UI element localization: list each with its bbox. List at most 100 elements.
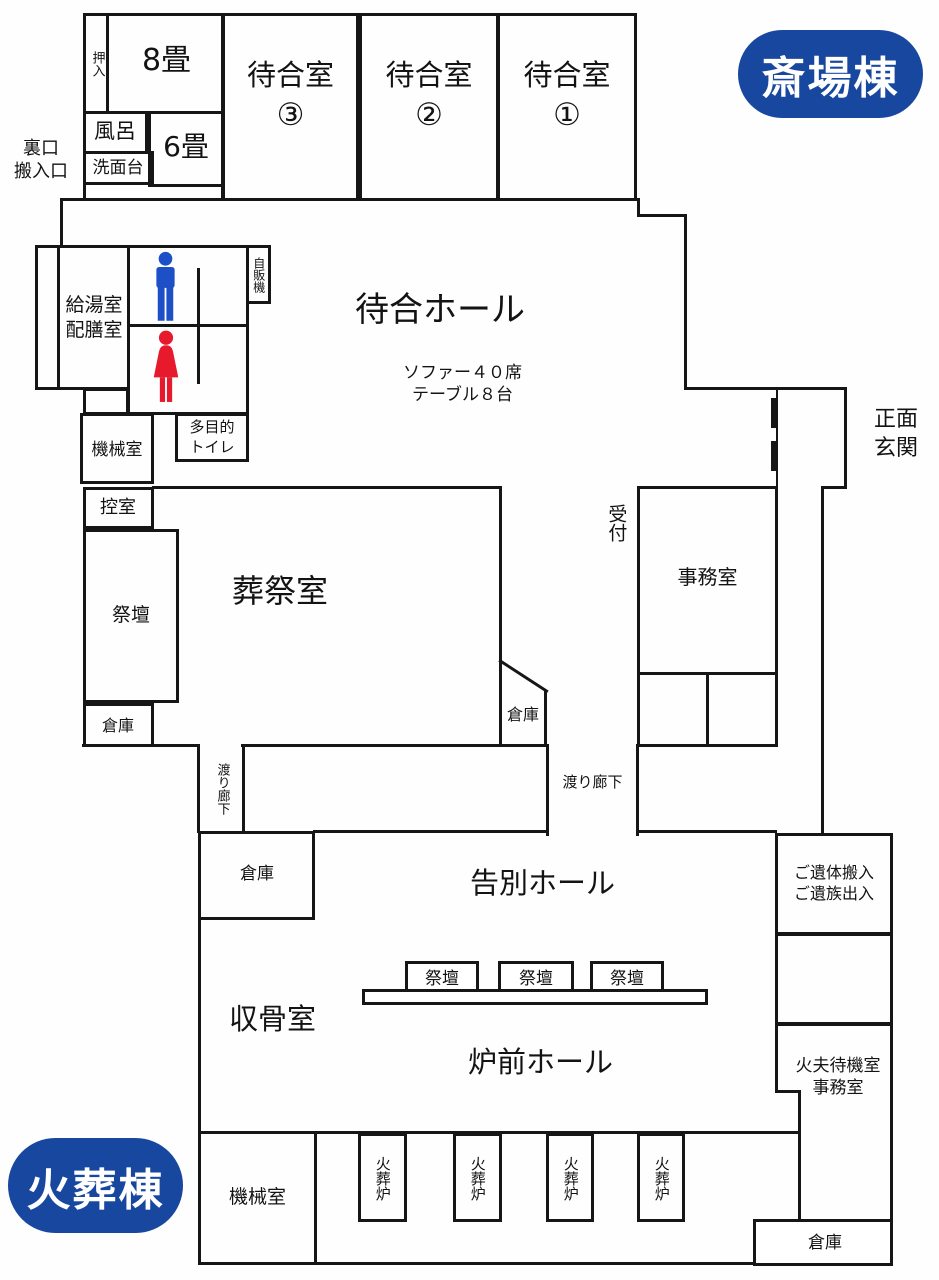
sosai-right-wall: [499, 486, 502, 747]
room-furo-label: 風呂: [94, 119, 136, 144]
room-senmendai: [83, 151, 154, 185]
furnace-3: [546, 1133, 594, 1222]
furnace-2-label: 火葬炉: [468, 1155, 487, 1201]
furnace-4-label: 火葬炉: [652, 1155, 671, 1201]
room-storage-lowerleft-label: 倉庫: [240, 863, 274, 884]
furnace-1-label: 火葬炉: [373, 1155, 392, 1201]
reception-label: 受付: [605, 504, 628, 542]
room-waiting-2-label: 待合室 ②: [361, 48, 497, 144]
room-storage-bottomright-label: 倉庫: [808, 1232, 842, 1253]
rozen-hall-label: 炉前ホール: [467, 1045, 613, 1080]
male-icon: [150, 251, 181, 323]
furnace-4: [637, 1133, 685, 1222]
furnace-3-label: 火葬炉: [561, 1155, 580, 1201]
room-jihanki: [246, 245, 271, 304]
toilet-stub-wall: [197, 268, 200, 384]
altar-3: 祭壇: [590, 961, 664, 992]
entrance-door-1: [771, 398, 778, 428]
waiting-1-text: 待合室: [523, 58, 611, 92]
room-right-empty: [775, 933, 893, 1025]
hall-step-h: [637, 214, 687, 217]
machiai-hall-label: 待合ホール: [355, 289, 525, 330]
kafu-jog-wall: [775, 1090, 801, 1093]
room-waiting-1-label: 待合室 ①: [499, 48, 635, 144]
toilet-divider-wall: [127, 324, 249, 327]
altar-2-label: 祭壇: [519, 969, 553, 989]
corridor-right-label: 渡り廊下: [562, 773, 623, 792]
lower-left-wall: [198, 831, 201, 1265]
room-hikae-label: 控室: [100, 497, 136, 519]
slant-storage-wall: [498, 659, 549, 694]
corridor-left: [197, 744, 245, 833]
kyuto-inner-wall: [57, 245, 60, 390]
strip-top-wall: [313, 1131, 801, 1134]
kaso-building-badge: 火葬棟: [8, 1138, 183, 1233]
waiting-3-number: ③: [276, 96, 305, 133]
waiting-2-number: ②: [415, 96, 443, 133]
south-wall-1: [82, 744, 200, 747]
kafu-left-wall-a: [775, 1023, 778, 1093]
room-nook: [83, 388, 129, 415]
east-corridor-wall: [821, 486, 824, 836]
hall-capacity-note: ソファー４０席 テーブル８台: [403, 362, 522, 405]
kafu-left-wall-b: [798, 1090, 801, 1222]
furnace-1: [358, 1133, 407, 1222]
entrance-inner-wall: [776, 387, 778, 489]
lower-top-wall-1: [313, 830, 549, 833]
room-tamokuteki-label: 多目的 トイレ: [189, 418, 235, 456]
waiting-2-text: 待合室: [385, 58, 473, 92]
lower-right-wall: [890, 833, 893, 1266]
room-waiting-3-label: 待合室 ③: [224, 48, 357, 144]
office-sub-divider: [706, 672, 709, 747]
altar-1-label: 祭壇: [425, 969, 459, 989]
room-toilets: [127, 245, 249, 415]
furnace-2: [453, 1133, 502, 1222]
main-entrance-label: 正面 玄関: [873, 407, 918, 461]
room-sosai-label: 葬祭室: [231, 572, 328, 611]
room-senmendai-label: 洗面台: [92, 157, 144, 178]
hall-right-wall: [684, 214, 687, 390]
waiting-3-text: 待合室: [246, 58, 334, 92]
room-storage-lowerleft: [198, 831, 315, 920]
room-office-upper-label: 事務室: [677, 565, 738, 589]
saijo-building-badge: 斎場棟: [738, 30, 923, 118]
south-wall-2: [241, 744, 547, 747]
lower-bottom-wall: [198, 1262, 756, 1265]
room-hikae: [83, 487, 154, 529]
shukotsu-label: 収骨室: [228, 1002, 316, 1037]
hall-left-wall: [60, 198, 63, 247]
room-storage-bottomright: [753, 1219, 893, 1266]
room-oshiire-label: 押入: [89, 51, 105, 77]
entrance-door-2: [771, 441, 778, 471]
lower-top-wall-2: [636, 830, 777, 833]
saijo-building-badge-label: 斎場棟: [761, 53, 900, 104]
room-6jo-label: 6畳: [163, 129, 209, 163]
female-icon: [149, 330, 183, 404]
room-storage-slant-label: 倉庫: [506, 704, 539, 724]
entrance-step-h: [821, 486, 847, 489]
room-machine-upper-label: 機械室: [91, 439, 143, 460]
kokubetsu-hall-label: 告別ホール: [469, 866, 615, 901]
room-machine-lower: [198, 1131, 317, 1265]
room-storage-mid-label: 倉庫: [101, 715, 134, 735]
sosai-top-wall: [152, 486, 502, 489]
room-machine-upper: [80, 413, 154, 484]
corridor-right: [546, 744, 639, 836]
entrance-top-wall: [684, 387, 847, 390]
room-gotai-label: ご遺体搬入 ご遺族出入: [793, 863, 874, 903]
room-jihanki-label: 自販機: [251, 257, 266, 293]
room-kafu-label: 火夫待機室 事務室: [795, 1055, 881, 1098]
kafu-top-wall: [775, 1023, 893, 1026]
room-saidan-column-label: 祭壇: [111, 603, 150, 626]
room-8jo-label: 8畳: [141, 42, 192, 78]
room-kyuto-label: 給湯室 配膳室: [65, 294, 123, 341]
altar-platform: [362, 989, 708, 1005]
hall-step-v: [637, 198, 640, 217]
room-machine-lower-label: 機械室: [228, 1185, 286, 1208]
altar-2: 祭壇: [498, 961, 574, 992]
slant-storage-right-wall: [544, 690, 547, 747]
kaso-building-badge-label: 火葬棟: [26, 1164, 165, 1216]
hall-top-wall: [60, 198, 640, 201]
altar-3-label: 祭壇: [610, 969, 644, 989]
